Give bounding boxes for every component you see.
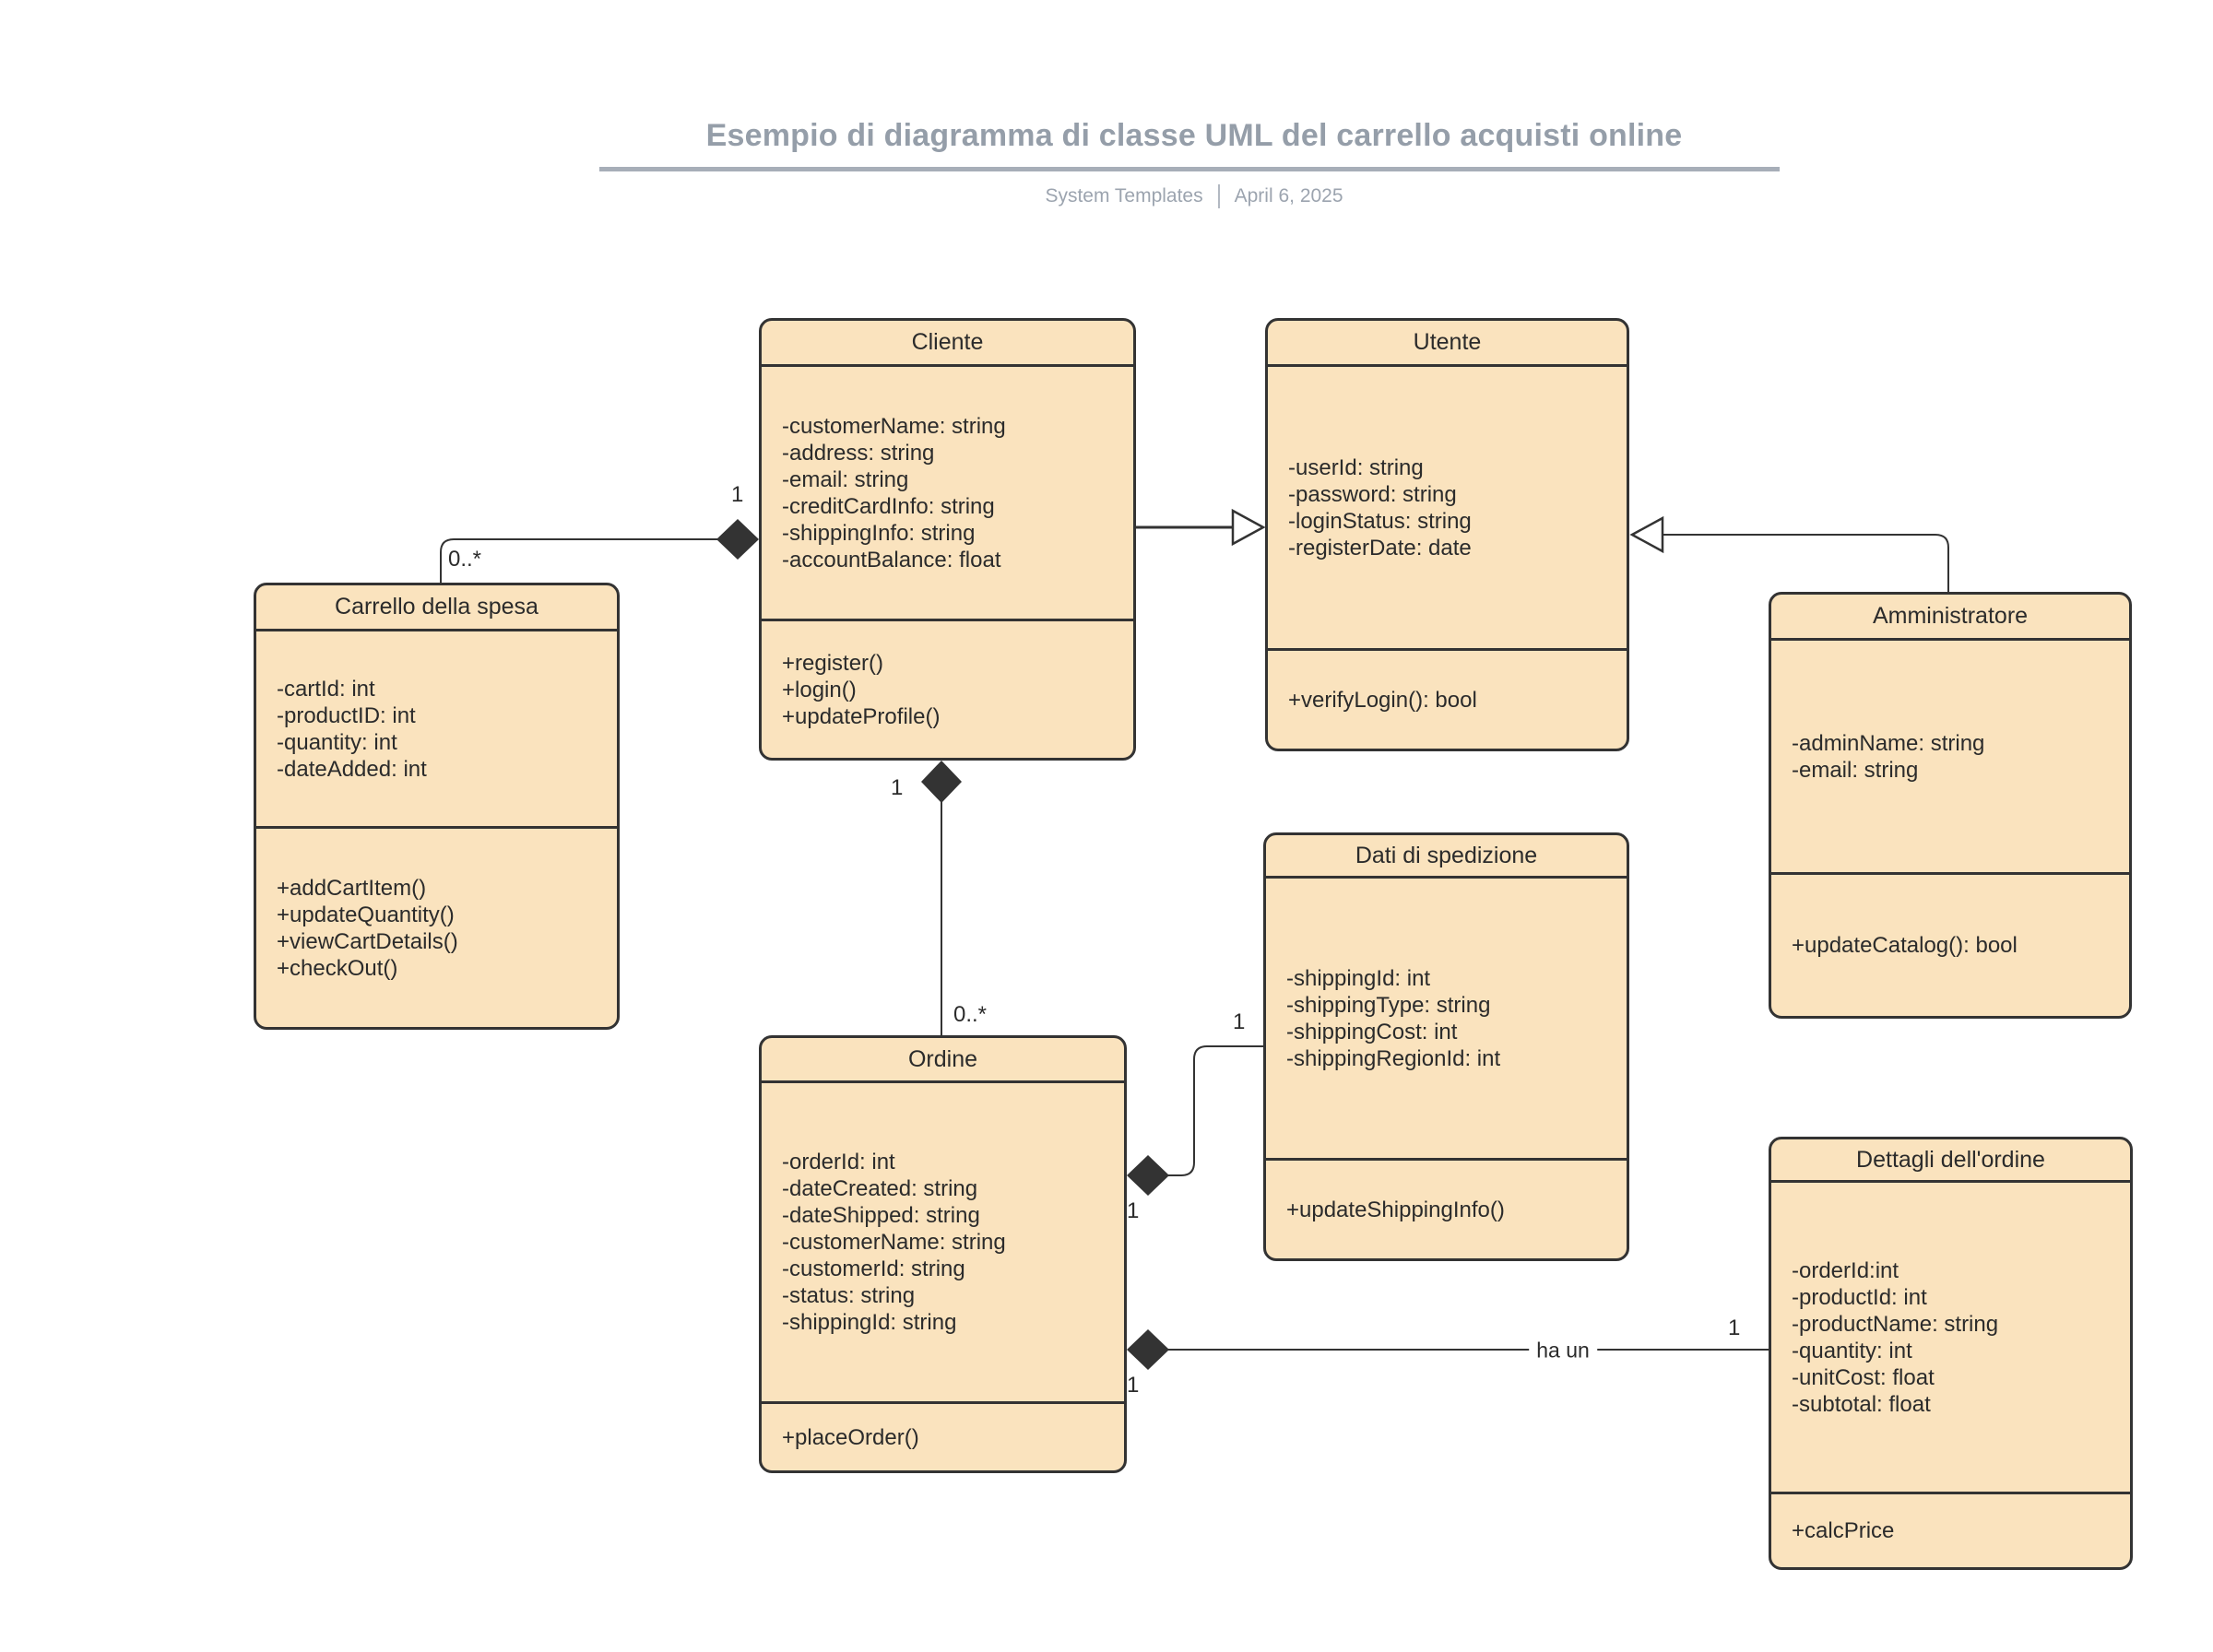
class-attribute: -customerId: string: [782, 1257, 965, 1281]
attributes-compartment: -orderId:int -productId: int -productNam…: [1771, 1183, 2130, 1492]
class-attribute: -productId: int: [1792, 1284, 1927, 1310]
class-attribute: -shippingInfo: string: [782, 520, 976, 546]
class-method: +calcPrice: [1792, 1518, 1895, 1543]
class-attribute: -password: string: [1288, 481, 1457, 507]
class-attribute: -creditCardInfo: string: [782, 493, 995, 519]
multiplicity-label: 0..*: [953, 1002, 988, 1027]
multiplicity-label: 0..*: [448, 547, 482, 572]
subtitle-date: April 6, 2025: [1234, 185, 1343, 206]
class-attribute: -productName: string: [1792, 1311, 1999, 1337]
class-attribute: -shippingId: string: [782, 1310, 957, 1335]
class-attribute: -shippingCost: int: [1286, 1019, 1458, 1044]
methods-compartment: +updateCatalog(): bool: [1771, 872, 2129, 1016]
class-attribute: -orderId:int: [1792, 1257, 1899, 1283]
class-attribute: -quantity: int: [277, 729, 397, 755]
multiplicity-label: 1: [1127, 1373, 1140, 1398]
attributes-compartment: -cartId: int -productID: int -quantity: …: [256, 631, 617, 826]
multiplicity-label: 1: [891, 775, 904, 800]
class-attribute: -email: string: [782, 466, 909, 492]
class-attribute: -registerDate: date: [1288, 535, 1472, 560]
class-dettagli: Dettagli dell'ordine -orderId:int -produ…: [1769, 1137, 2133, 1570]
multiplicity-label: 1: [1127, 1198, 1140, 1223]
class-method: +checkOut(): [277, 955, 398, 981]
class-attribute: -email: string: [1792, 757, 1919, 783]
attributes-compartment: -adminName: string -email: string: [1771, 641, 2129, 872]
multiplicity-label: 1: [1233, 1009, 1246, 1034]
class-attribute: -status: string: [782, 1283, 916, 1308]
methods-compartment: +updateShippingInfo(): [1266, 1158, 1627, 1258]
methods-compartment: +calcPrice: [1771, 1492, 2130, 1567]
class-attribute: -shippingType: string: [1286, 992, 1491, 1018]
class-title: Carrello della spesa: [256, 585, 617, 631]
class-attribute: -shippingRegionId: int: [1286, 1045, 1501, 1071]
class-attribute: -dateAdded: int: [277, 756, 427, 782]
connector-amministratore-utente: [1663, 534, 1949, 593]
title-underline: [599, 167, 1780, 171]
class-attribute: -address: string: [782, 440, 935, 466]
composition-diamond-icon: [921, 761, 962, 803]
generalization-arrow-icon: [1629, 515, 1664, 554]
methods-compartment: +addCartItem() +updateQuantity() +viewCa…: [256, 826, 617, 1027]
class-attribute: -orderId: int: [782, 1150, 895, 1174]
methods-compartment: +register() +login() +updateProfile(): [762, 619, 1133, 758]
multiplicity-label: 1: [731, 482, 744, 507]
class-method: +register(): [782, 650, 884, 676]
composition-diamond-icon: [716, 519, 759, 560]
class-attribute: -productID: int: [277, 702, 416, 728]
class-attribute: -quantity: int: [1792, 1338, 1912, 1363]
class-method: +login(): [782, 677, 857, 702]
attributes-compartment: -customerName: string -address: string -…: [762, 367, 1133, 619]
class-carrello: Carrello della spesa -cartId: int -produ…: [254, 583, 620, 1030]
class-method: +viewCartDetails(): [277, 928, 458, 954]
class-title: Amministratore: [1771, 595, 2129, 641]
class-attribute: -adminName: string: [1792, 730, 1985, 756]
subtitle: System Templates April 6, 2025: [599, 181, 1789, 212]
composition-diamond-icon: [1127, 1329, 1169, 1370]
class-title: Utente: [1268, 321, 1627, 367]
class-attribute: -customerName: string: [782, 1230, 1006, 1255]
class-method: +updateShippingInfo(): [1286, 1197, 1505, 1222]
class-title: Ordine: [762, 1038, 1124, 1083]
class-attribute: -loginStatus: string: [1288, 508, 1472, 534]
class-utente: Utente -userId: string -password: string…: [1265, 318, 1629, 751]
class-attribute: -dateCreated: string: [782, 1176, 978, 1201]
connector-ordine-spedizione: [1162, 1045, 1264, 1176]
class-amministratore: Amministratore -adminName: string -email…: [1769, 592, 2132, 1019]
class-attribute: -userId: string: [1288, 454, 1424, 480]
class-attribute: -cartId: int: [277, 676, 375, 702]
class-spedizione: Dati di spedizione -shippingId: int -shi…: [1263, 832, 1629, 1261]
class-cliente: Cliente -customerName: string -address: …: [759, 318, 1136, 761]
class-attribute: -accountBalance: float: [782, 547, 1001, 572]
class-attribute: -dateShipped: string: [782, 1203, 980, 1228]
class-attribute: -shippingId: int: [1286, 965, 1431, 991]
attributes-compartment: -orderId: int -dateCreated: string -date…: [762, 1083, 1124, 1401]
class-title: Cliente: [762, 321, 1133, 367]
page-title: Esempio di diagramma di classe UML del c…: [705, 118, 1683, 153]
methods-compartment: +verifyLogin(): bool: [1268, 648, 1627, 749]
association-label: ha un: [1529, 1338, 1597, 1363]
class-method: +updateProfile(): [782, 703, 941, 729]
attributes-compartment: -userId: string -password: string -login…: [1268, 367, 1627, 648]
class-method: +updateCatalog(): bool: [1792, 933, 2018, 958]
connector-cliente-carrello: [440, 538, 738, 584]
class-attribute: -unitCost: float: [1792, 1364, 1935, 1390]
composition-diamond-icon: [1127, 1155, 1169, 1196]
class-method: +addCartItem(): [277, 875, 427, 901]
class-title: Dettagli dell'ordine: [1771, 1139, 2130, 1183]
class-ordine: Ordine -orderId: int -dateCreated: strin…: [759, 1035, 1127, 1473]
class-attribute: -subtotal: float: [1792, 1391, 1931, 1417]
generalization-arrow-icon: [1231, 508, 1266, 547]
subtitle-divider: [1217, 184, 1220, 208]
class-method: +updateQuantity(): [277, 902, 455, 927]
subtitle-source: System Templates: [1045, 185, 1203, 206]
class-title: Dati di spedizione: [1266, 835, 1627, 879]
methods-compartment: +placeOrder(): [762, 1401, 1124, 1470]
class-method: +placeOrder(): [782, 1424, 919, 1450]
class-method: +verifyLogin(): bool: [1288, 687, 1477, 713]
multiplicity-label: 1: [1728, 1316, 1741, 1340]
attributes-compartment: -shippingId: int -shippingType: string -…: [1266, 879, 1627, 1158]
class-attribute: -customerName: string: [782, 413, 1006, 439]
